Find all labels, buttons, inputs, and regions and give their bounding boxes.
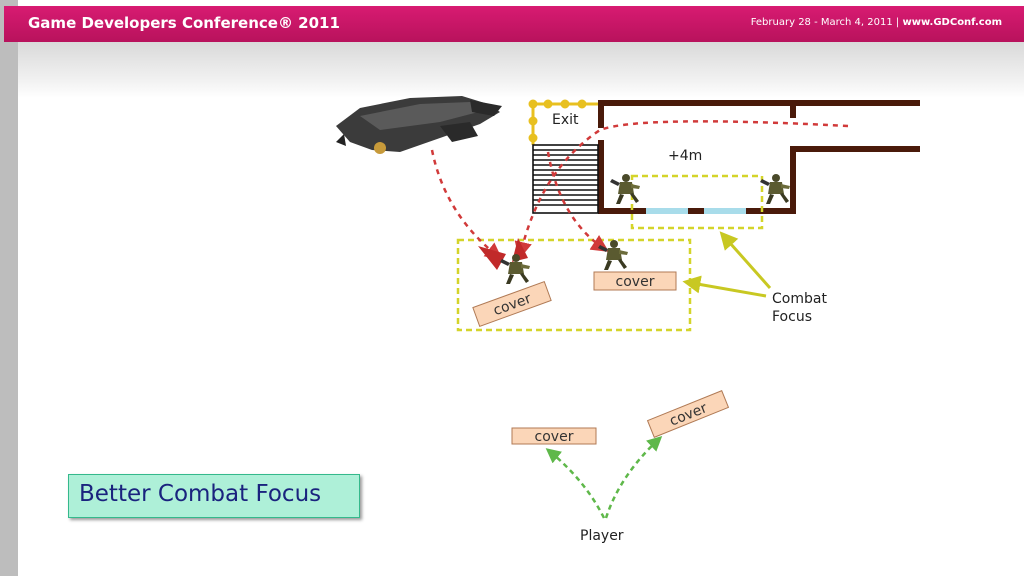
cover-block-upper-right: cover [593, 271, 677, 291]
exit-rail [528, 99, 598, 145]
player-sight-lines [545, 435, 663, 519]
windows [646, 208, 746, 214]
red-dashed-paths [430, 120, 849, 261]
stairs [532, 144, 599, 214]
building-walls [598, 100, 920, 214]
height-label: +4m [668, 148, 702, 164]
cover-block-tilted-left: cover [472, 280, 552, 328]
header-separator: | [895, 17, 900, 28]
callout-label-line1: Combat [772, 291, 827, 307]
dropship-icon [336, 96, 502, 154]
caption-text: Better Combat Focus [79, 481, 322, 507]
slide-header: Game Developers Conference® 2011 Februar… [4, 6, 1024, 42]
exit-label: Exit [552, 112, 579, 128]
conference-title: Game Developers Conference® 2011 [28, 14, 340, 32]
combat-focus-arrows [682, 231, 772, 298]
combat-focus-zone-lower [456, 238, 692, 332]
player-label: Player [580, 528, 624, 544]
cover-block-player-right: cover [646, 390, 730, 438]
soldier-icon [610, 174, 640, 204]
cover-block-player-left: cover [511, 427, 597, 445]
header-texture-stripe [18, 42, 1024, 98]
callout-label-line2: Focus [772, 309, 812, 325]
conference-site: www.GDConf.com [902, 17, 1002, 28]
cover-label: cover [535, 429, 574, 445]
left-border-strip [0, 0, 18, 576]
soldier-icon [760, 174, 790, 204]
caption-box: Better Combat Focus [68, 474, 360, 518]
combat-focus-zone-upper [630, 174, 764, 230]
conference-dates: February 28 - March 4, 2011 [750, 17, 893, 28]
cover-label: cover [616, 274, 655, 290]
conference-dates-site: February 28 - March 4, 2011 | www.GDConf… [751, 17, 1002, 28]
soldier-icon [598, 240, 628, 270]
